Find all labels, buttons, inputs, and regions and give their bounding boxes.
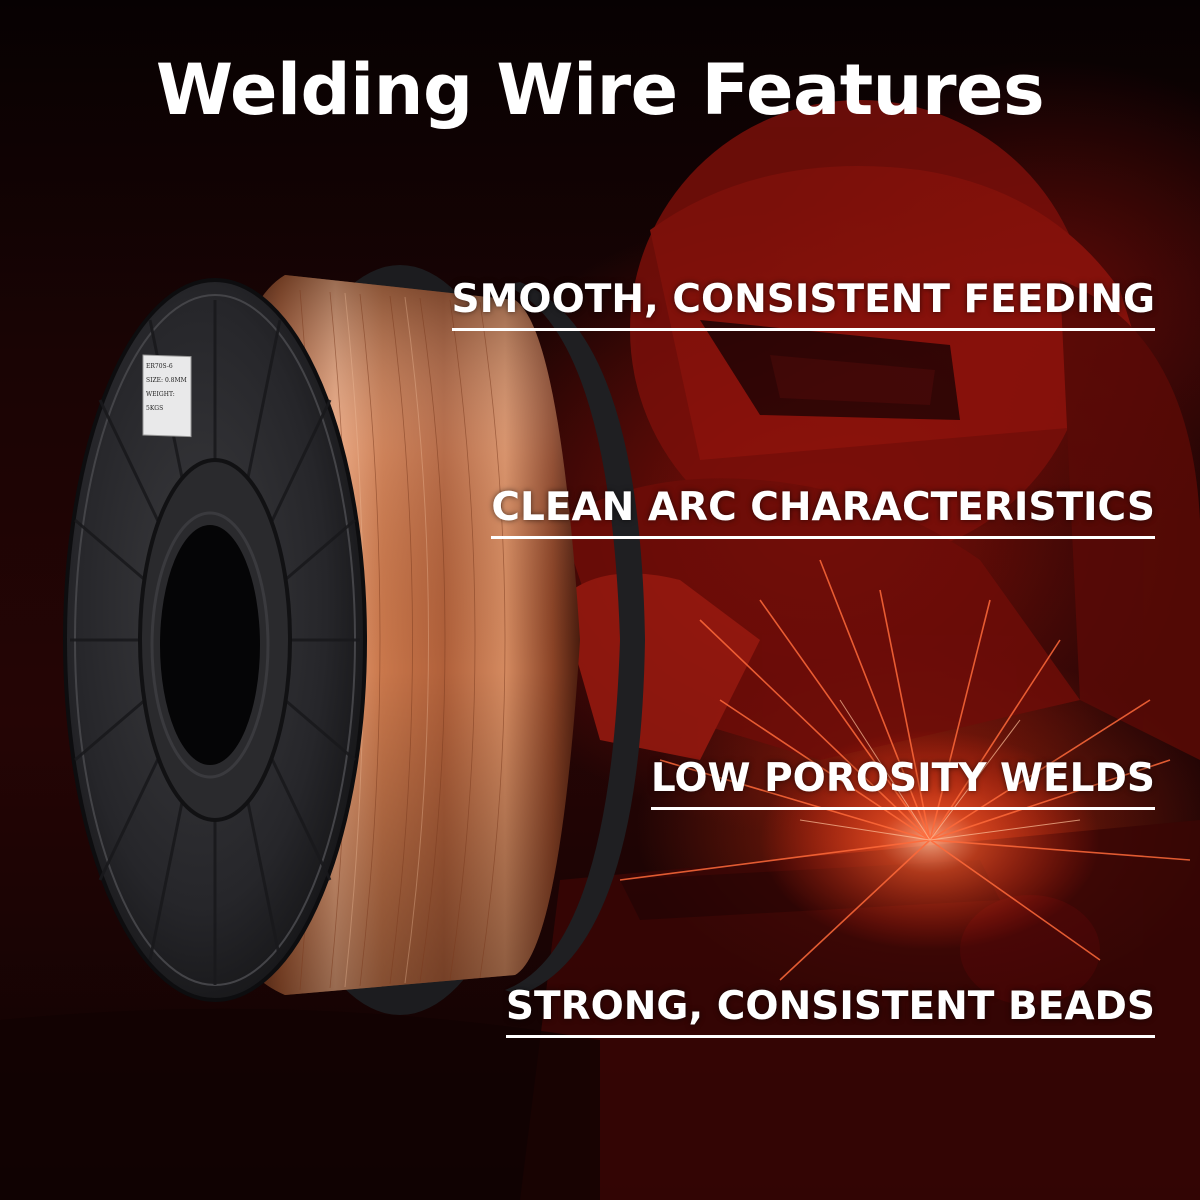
page-title: Welding Wire Features — [155, 49, 1045, 131]
spool-label-text: ER70S-6 SIZE: 0.8MM WEIGHT: 5KGS — [146, 360, 190, 416]
feature-clean-arc: CLEAN ARC CHARACTERISTICS — [491, 486, 1155, 539]
spool-label-line: SIZE: 0.8MM — [146, 377, 187, 384]
spark-burst — [619, 559, 1191, 981]
feature-strong-beads: STRONG, CONSISTENT BEADS — [505, 985, 1155, 1038]
feature-smooth-feeding: SMOOTH, CONSISTENT FEEDING — [451, 278, 1155, 331]
wire-spool — [63, 265, 645, 1015]
spool-label — [142, 354, 192, 438]
spool-label-line: WEIGHT: 5KGS — [146, 391, 175, 412]
spool-label-line: ER70S-6 — [146, 363, 173, 370]
feature-low-porosity: LOW POROSITY WELDS — [650, 757, 1155, 810]
